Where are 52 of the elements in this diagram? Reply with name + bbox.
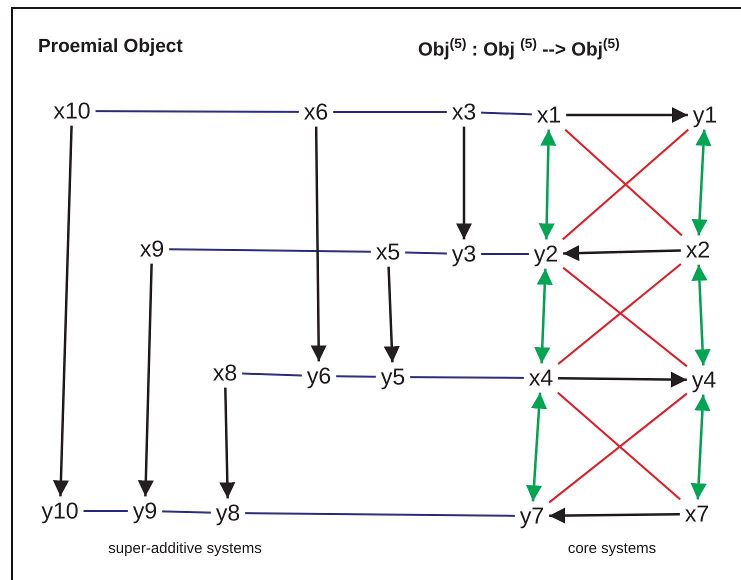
node-label: x10 xyxy=(48,96,96,126)
double-arrow xyxy=(690,394,710,500)
connector-line xyxy=(410,376,524,379)
node-label: y3 xyxy=(446,239,482,269)
node-label: x5 xyxy=(370,237,406,267)
connector-line xyxy=(242,372,302,376)
connector-line xyxy=(245,512,515,517)
node-label: x8 xyxy=(208,358,242,388)
connector-line xyxy=(333,111,447,113)
node-label: y2 xyxy=(528,239,564,269)
arrow xyxy=(52,126,73,496)
node-label: x9 xyxy=(134,234,170,264)
arrow xyxy=(563,245,681,262)
arrow xyxy=(384,266,400,362)
connector-line xyxy=(169,248,371,253)
node-label: y6 xyxy=(302,361,336,391)
arrow xyxy=(549,508,680,524)
arrow xyxy=(310,126,327,362)
node-label: x3 xyxy=(446,97,482,127)
node-label: x6 xyxy=(298,97,334,127)
double-arrow xyxy=(691,264,711,366)
node-label: y8 xyxy=(210,498,246,528)
double-arrow xyxy=(526,392,547,502)
connector-line xyxy=(481,112,532,116)
heading: Proemial Object xyxy=(38,36,183,58)
connector-line xyxy=(162,510,211,514)
caption: core systems xyxy=(568,540,656,557)
heading: Obj$^{(5)}$ : Obj $^{(5)}$ --> Obj$^{(5)}$ xyxy=(418,36,620,62)
connector-line xyxy=(481,253,529,255)
connector-line xyxy=(84,510,128,512)
double-arrow xyxy=(534,268,553,364)
connector-line xyxy=(96,110,299,113)
node-label: x7 xyxy=(680,499,714,529)
connector-line xyxy=(336,375,376,378)
arrow xyxy=(138,264,154,496)
node-label: x1 xyxy=(532,100,566,130)
node-label: x2 xyxy=(680,235,716,265)
arrow xyxy=(558,372,687,388)
node-label: y10 xyxy=(36,496,84,526)
node-label: y9 xyxy=(128,496,162,526)
node-label: y1 xyxy=(688,100,722,130)
arrow xyxy=(566,107,688,123)
double-arrow xyxy=(538,130,556,240)
node-label: x4 xyxy=(524,363,558,393)
node-label: y4 xyxy=(686,365,722,395)
arrow xyxy=(456,126,472,240)
arrow xyxy=(219,388,236,498)
node-label: y5 xyxy=(376,362,410,392)
connector-line xyxy=(405,251,447,255)
caption: super-additive systems xyxy=(108,540,262,557)
double-arrow xyxy=(692,130,712,236)
node-label: y7 xyxy=(514,501,550,531)
